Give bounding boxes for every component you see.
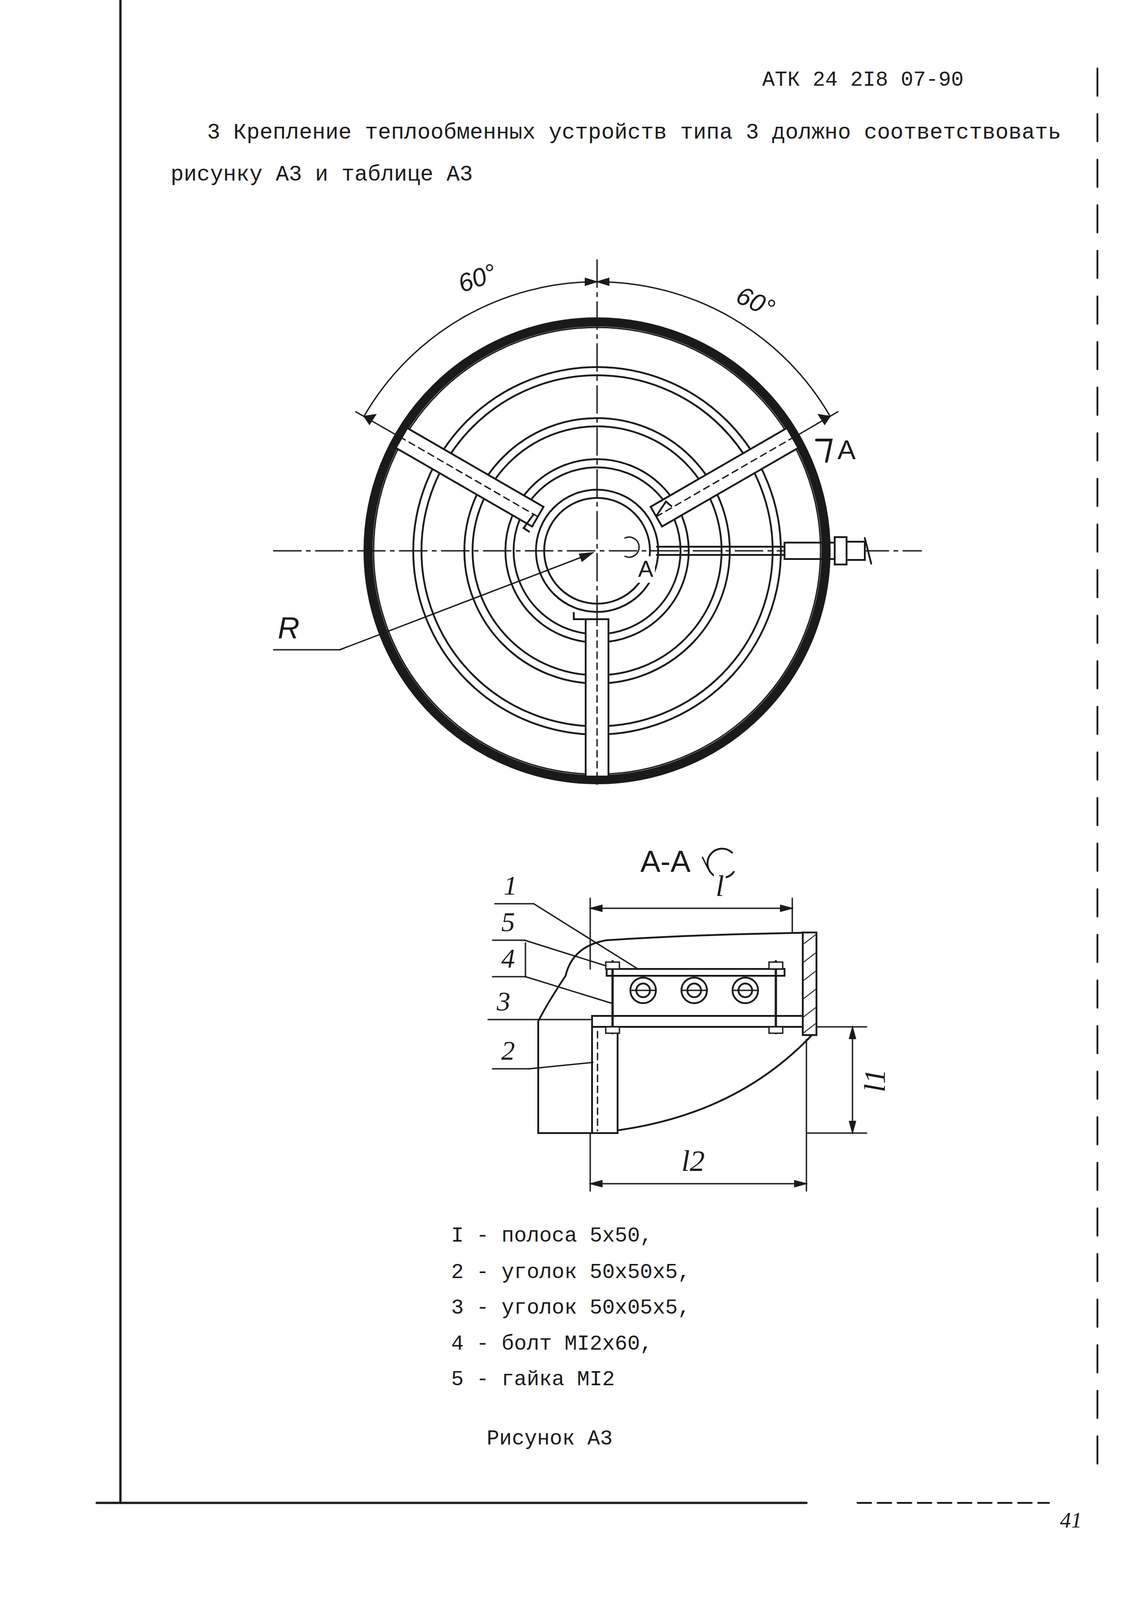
dimension-label: l [713, 868, 726, 904]
document-code: АТК 24 2I8 07-90 [760, 68, 966, 93]
callout-number: 4 [499, 943, 517, 975]
section-title: А-А [638, 844, 693, 880]
callout-number: 2 [499, 1035, 517, 1067]
dimension-label: l2 [679, 1143, 707, 1179]
angle-dimension: 60° [452, 257, 503, 300]
section-mark: А [835, 434, 858, 466]
figure-caption: Рисунок А3 [484, 1427, 615, 1452]
callout-number: 3 [494, 986, 513, 1018]
dimension-label: l1 [857, 1067, 893, 1095]
callout-number: 5 [499, 906, 517, 939]
parts-list-item: 2 - уголок 50x50x5, [449, 1261, 693, 1286]
parts-list-item: 4 - болт МI2x60, [449, 1332, 655, 1357]
section-mark: А [636, 556, 655, 583]
radius-label: R [275, 611, 302, 646]
angle-dimension: 60° [730, 279, 781, 325]
body-paragraph: 3 Крепление теплообменных устройств типа… [168, 111, 1081, 196]
parts-list-item: 5 - гайка МI2 [449, 1368, 617, 1393]
parts-list-item: 3 - уголок 50x05x5, [449, 1296, 693, 1321]
page-number: 41 [1058, 1507, 1084, 1534]
callout-number: 1 [501, 870, 520, 902]
parts-list-item: I - полоса 5x50, [449, 1224, 655, 1249]
